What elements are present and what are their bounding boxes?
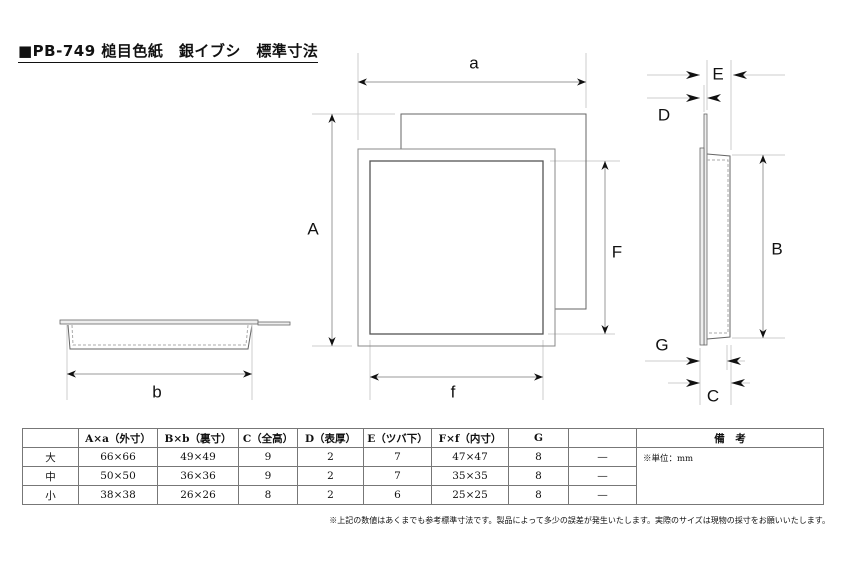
header-cell: G [508, 428, 569, 448]
flange-thin [703, 113, 708, 346]
table-cell: 2 [297, 466, 364, 486]
header-cell: B×b（裏寸） [157, 428, 239, 448]
header-cell [568, 428, 637, 448]
label-G: G [655, 335, 668, 354]
table-cell: 8 [508, 485, 569, 505]
table-cell: 38×38 [78, 485, 158, 505]
flange [699, 147, 705, 346]
back-plate [400, 113, 587, 310]
footnote: ※上記の数値はあくまでも参考標準寸法です。製品によって多少の誤差が発生いたします… [329, 516, 830, 525]
table-cell: 36×36 [157, 466, 239, 486]
table-header-row: A×a（外寸） B×b（裏寸） C（全高） D（表厚） E（ツバ下） F×f（内… [22, 428, 824, 448]
bottom-view: b [59, 319, 291, 401]
front-view: a A F f [307, 53, 622, 401]
label-E: E [712, 64, 723, 83]
table-cell: 7 [363, 466, 432, 486]
header-cell: F×f（内寸） [431, 428, 509, 448]
size-cell: 小 [22, 485, 79, 505]
table-cell: 26×26 [157, 485, 239, 505]
inner-window [369, 160, 544, 335]
table-row: 中 50×50 36×36 9 2 7 35×35 8 — [22, 466, 824, 486]
label-b: b [152, 382, 161, 401]
dimension-table: A×a（外寸） B×b（裏寸） C（全高） D（表厚） E（ツバ下） F×f（内… [22, 428, 824, 505]
label-a: a [469, 53, 479, 72]
table-cell: 35×35 [431, 466, 509, 486]
size-cell: 大 [22, 447, 79, 467]
size-cell: 中 [22, 466, 79, 486]
table-cell: — [568, 485, 637, 505]
header-cell: 備 考 [636, 428, 824, 448]
technical-drawing: a A F f E D B G C [59, 53, 785, 405]
table-row: 小 38×38 26×26 8 2 6 25×25 8 — [22, 485, 824, 505]
table-cell: 8 [508, 447, 569, 467]
side-view: E D B G C [645, 60, 785, 405]
table-cell: 49×49 [157, 447, 239, 467]
header-cell: A×a（外寸） [78, 428, 158, 448]
label-C: C [707, 386, 719, 405]
table-cell: 66×66 [78, 447, 158, 467]
label-f: f [451, 382, 456, 401]
label-B: B [771, 239, 782, 258]
label-D: D [658, 105, 670, 124]
header-cell: D（表厚） [297, 428, 364, 448]
label-A: A [307, 219, 319, 238]
table-cell: 47×47 [431, 447, 509, 467]
table-cell: 25×25 [431, 485, 509, 505]
body [706, 153, 731, 340]
table-cell: 50×50 [78, 466, 158, 486]
table-row: 大 66×66 49×49 9 2 7 47×47 8 — ※単位：mm [22, 447, 824, 505]
table-cell: 6 [363, 485, 432, 505]
header-cell [22, 428, 79, 448]
table-cell: 9 [238, 447, 298, 467]
table-cell: 2 [297, 447, 364, 467]
remarks-cell: ※単位：mm [636, 447, 824, 505]
table-cell: 8 [238, 485, 298, 505]
page-title: ■PB-749 槌目色紙 銀イブシ 標準寸法 [18, 40, 319, 63]
table-cell: 7 [363, 447, 432, 467]
table-cell: 9 [238, 466, 298, 486]
label-F: F [612, 242, 622, 261]
table-cell: 2 [297, 485, 364, 505]
header-cell: E（ツバ下） [363, 428, 432, 448]
header-cell: C（全高） [238, 428, 298, 448]
table-cell: — [568, 466, 637, 486]
table-cell: 8 [508, 466, 569, 486]
outer-frame [357, 148, 556, 347]
table-cell: — [568, 447, 637, 467]
